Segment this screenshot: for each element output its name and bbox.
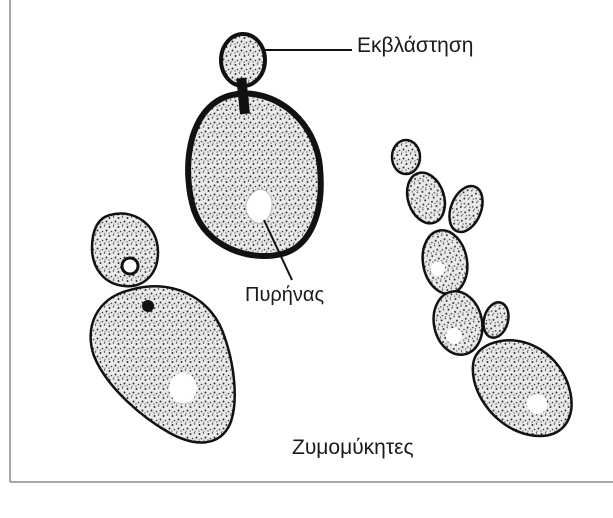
chain-nucleus-3 [527,394,547,414]
caption-label: Ζυμομύκητες [292,436,414,460]
chain-cell-small-bud [480,300,512,341]
chain-nucleus-1 [431,262,445,276]
chain-cell-2 [401,168,451,229]
left-nucleus [169,373,197,403]
chain-cell-4 [428,287,488,360]
left-bud [92,213,158,286]
left-mother-cell [91,286,235,442]
chain-cell-5 [473,340,572,436]
chain-nucleus-2 [446,328,462,344]
right-yeast-chain [392,140,572,436]
chain-cell-1 [392,140,420,174]
budding-yeast-cell [188,34,352,280]
left-scar [142,300,154,312]
left-yeast-cell [91,213,235,442]
mother-cell-body [188,94,321,256]
left-bud-nucleus [122,258,138,274]
chain-cell-3 [418,227,472,298]
budding-label: Εκβλάστηση [357,34,473,58]
chain-cell-branch [443,181,489,237]
nucleus-label: Πυρήνας [245,284,324,307]
